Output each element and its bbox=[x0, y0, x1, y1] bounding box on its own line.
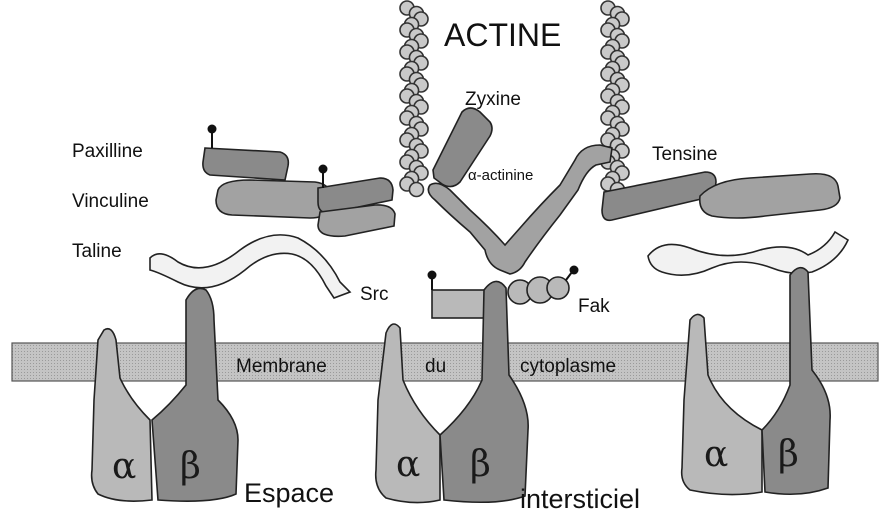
actin-filament-right bbox=[601, 1, 629, 197]
beta-subunit-center: β bbox=[470, 444, 491, 485]
actine-title: ACTINE bbox=[444, 17, 561, 53]
membrane-label-word3: cytoplasme bbox=[520, 356, 616, 377]
taline-label: Taline bbox=[72, 241, 122, 262]
intersticiel-label: intersticiel bbox=[520, 484, 640, 514]
espace-label: Espace bbox=[244, 478, 334, 508]
paxilline-label: Paxilline bbox=[72, 141, 143, 162]
actin-filament-left bbox=[400, 1, 428, 197]
fak-kinase bbox=[508, 266, 579, 305]
paxilline-protein bbox=[203, 125, 288, 181]
taline-protein-left bbox=[150, 235, 350, 298]
membrane-label-word2: du bbox=[425, 356, 446, 377]
beta-subunit-left: β bbox=[180, 446, 201, 487]
beta-subunit-right: β bbox=[778, 434, 799, 475]
taline-protein-right bbox=[648, 232, 848, 275]
vinculine-protein-right bbox=[700, 174, 840, 218]
vinculine-protein bbox=[216, 180, 330, 218]
fak-label: Fak bbox=[578, 296, 610, 317]
src-label: Src bbox=[360, 284, 389, 305]
vinculine-label: Vinculine bbox=[72, 191, 149, 212]
zyxine-label: Zyxine bbox=[465, 89, 521, 110]
alpha-actinine-label: α-actinine bbox=[468, 167, 533, 184]
alpha-subunit-left: α bbox=[112, 446, 136, 487]
tensine-label: Tensine bbox=[652, 144, 718, 165]
membrane-label-word1: Membrane bbox=[236, 356, 327, 377]
alpha-subunit-center: α bbox=[396, 444, 420, 485]
actin-monomer bbox=[409, 183, 423, 197]
alpha-subunit-right: α bbox=[704, 434, 728, 475]
